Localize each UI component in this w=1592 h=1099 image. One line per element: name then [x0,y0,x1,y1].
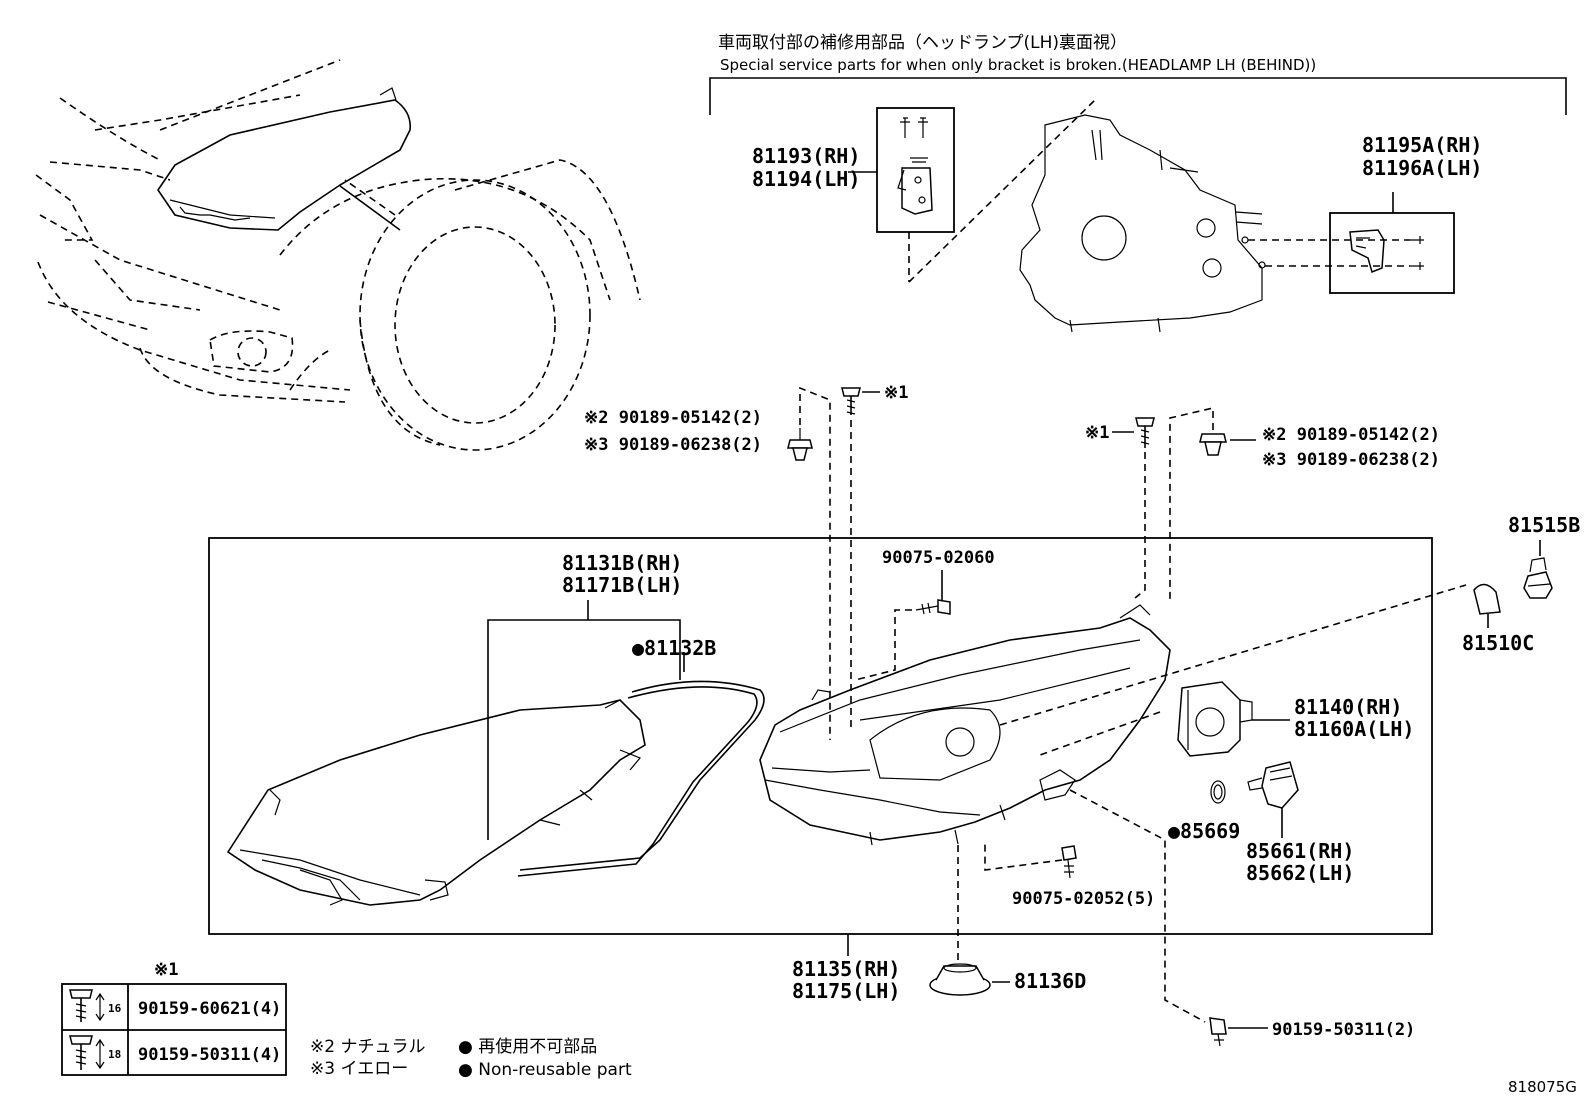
bolt-length-18: 18 [108,1048,121,1061]
label-x1-upper-left: ※1 [884,383,908,403]
clip-upper-right [1199,433,1227,456]
screw-90075-02060 [915,599,951,615]
label-81131B: 81131B(RH) [562,551,682,575]
bracket-81195-box [1329,212,1455,294]
label-81175: 81175(LH) [792,979,900,1003]
label-90159-50311: 90159-50311(2) [1272,1020,1415,1040]
label-81196A: 81196A(LH) [1362,156,1482,180]
socket-81515B [1523,557,1553,599]
figure-id: 818075G [1508,1078,1577,1096]
label-x1-upper-right: ※1 [1085,423,1109,443]
upper-fasteners: ※1 ※2 90189-05142(2) ※3 90189-06238(2) ※… [584,383,1440,740]
label-x2-right: ※2 90189-05142(2) [1262,425,1440,445]
ballast-81140 [1177,681,1253,757]
bulb-81510C [1473,583,1501,628]
bolt-table-header: ※1 [154,960,178,980]
oring-85669 [1210,780,1226,804]
bolt-length-16: 16 [108,1002,122,1015]
label-90075-02060: 90075-02060 [882,548,995,568]
label-90075-02052: 90075-02052(5) [1012,889,1155,909]
legend-nonreusable-jp: ● 再使用不可部品 [458,1036,597,1057]
headlamp-rear-view [1019,114,1266,333]
label-81160A: 81160A(LH) [1294,717,1414,741]
legend: ※2 ナチュラル ※3 イエロー ● 再使用不可部品 ● Non-reusabl… [310,1036,632,1080]
legend-nonreusable-en: ● Non-reusable part [458,1060,632,1080]
label-81193: 81193(RH) [752,144,860,168]
vehicle-front-illustration [35,59,641,451]
label-81195A: 81195A(RH) [1362,133,1482,157]
bolt-icon-18 [69,1035,105,1070]
label-x3-right: ※3 90189-06238(2) [1262,450,1440,470]
bolt-part-90159-50311: 90159-50311(4) [138,1045,281,1065]
bracket-service-parts-section: 車両取付部の補修用部品（ヘッドランプ(LH)裏面視） Special servi… [709,32,1567,333]
actuator-85661 [1247,761,1299,809]
label-81132B: ●81132B [632,636,716,660]
bolt-90159-50311 [1209,1017,1227,1047]
label-85669: ●85669 [1168,819,1240,843]
label-81171B: 81171B(LH) [562,573,682,597]
label-x3-left: ※3 90189-06238(2) [584,435,762,455]
cap-81136D [929,963,991,996]
bolt-reference-table: ※1 16 90159-60621(4) 18 90159-50311(4) [61,960,287,1076]
label-81515B: 81515B [1508,513,1580,537]
bracket-81193-part [897,117,933,215]
screw-90075-02052 [1061,845,1077,879]
label-81194: 81194(LH) [752,167,860,191]
label-81136D: 81136D [1014,969,1086,993]
gasket-81132B [517,680,765,877]
clip-upper-left [787,428,813,461]
section-title-jp: 車両取付部の補修用部品（ヘッドランプ(LH)裏面視） [718,32,1127,53]
label-81135: 81135(RH) [792,957,900,981]
bolt-part-90159-60621: 90159-60621(4) [138,999,281,1019]
legend-x2-natural: ※2 ナチュラル [310,1037,425,1057]
label-81140: 81140(RH) [1294,695,1402,719]
label-85661: 85661(RH) [1246,839,1354,863]
label-81510C: 81510C [1462,631,1534,655]
lens-81131B [226,699,646,906]
bolt-upper-right [1135,417,1155,448]
bolt-upper-left [841,387,861,415]
legend-x3-yellow: ※3 イエロー [310,1059,408,1079]
section-title-en: Special service parts for when only brac… [720,56,1316,74]
label-85662: 85662(LH) [1246,861,1354,885]
label-x2-left: ※2 90189-05142(2) [584,408,762,428]
headlamp-unit-81135 [759,604,1171,846]
headlamp-assembly-box [208,537,1433,935]
bolt-icon-16 [69,989,105,1022]
bracket-81193-box [876,107,955,233]
